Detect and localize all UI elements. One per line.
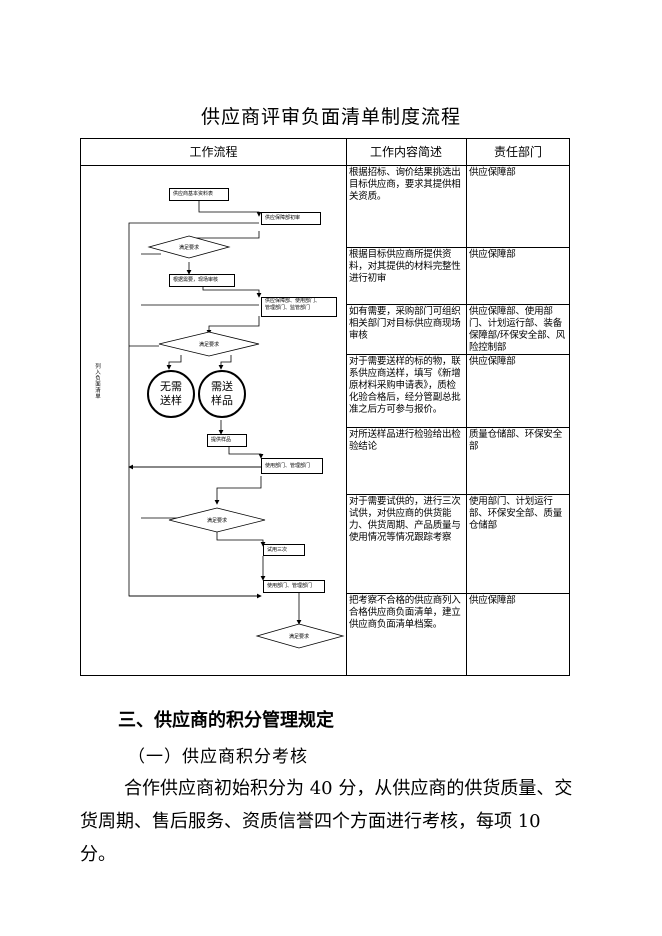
decision-diamond xyxy=(168,507,266,533)
document-title: 供应商评审负面清单制度流程 xyxy=(200,106,461,128)
flow-box-trial-three: 试用三次 xyxy=(263,544,305,556)
circle-need-sample-line1: 需送 xyxy=(211,380,233,393)
row-3-description: 如有需要，采购部门可组织相关部门对目标供应商现场审核 xyxy=(349,306,461,341)
row-2-description: 根据目标供应商所提供资料，对其提供的材料完整性进行初审 xyxy=(349,249,461,284)
row-7-description: 把考察不合格的供应商列入合格供应商负面清单，建立供应商负面清单档案。 xyxy=(349,595,461,630)
row-5-department: 质量仓储部、环保安全部 xyxy=(469,429,563,452)
row-6-department: 使用部门、计划运行部、环保安全部、质量仓储部 xyxy=(469,496,563,531)
circle-no-sample-line1: 无需 xyxy=(160,380,182,393)
header-workflow: 工作流程 xyxy=(189,145,238,159)
flow-box-use-manage-1: 使用部门、管理部门 xyxy=(261,458,323,474)
row-divider xyxy=(346,427,569,428)
header-divider xyxy=(81,165,569,166)
circle-no-sample-line2: 送样 xyxy=(160,394,182,407)
row-2-department: 供应保障部 xyxy=(469,249,516,260)
decision-diamond xyxy=(147,235,231,259)
circle-need-sample: 需送 样品 xyxy=(206,380,238,408)
row-4-description: 对于需要送样的标的物，联系供应商送样，填写《新增原材料采购申请表》，质检化验合格… xyxy=(349,356,461,415)
section-heading: 三、供应商的积分管理规定 xyxy=(118,710,334,731)
flowchart: 供应商基本资料表 供应保障部初审 满足要求 根据需要，现场审核 供应保障部、使用… xyxy=(81,166,346,676)
flow-decision-1: 满足要求 xyxy=(178,245,199,251)
flow-box-initial-review: 供应保障部初审 xyxy=(261,212,321,225)
row-6-description: 对于需要试供的，进行三次试供，对供应商的供货能力、供货周期、产品质量与使用情况等… xyxy=(349,496,461,543)
flow-box-departments-line2: 管理部门、监管部门 xyxy=(265,305,311,311)
row-divider xyxy=(346,304,569,305)
decision-diamond xyxy=(255,623,345,649)
sub-heading: （一）供应商积分考核 xyxy=(128,747,308,767)
row-divider xyxy=(346,494,569,495)
flowchart-lines xyxy=(128,201,345,649)
header-department: 责任部门 xyxy=(493,145,542,159)
row-5-description: 对所送样品进行检验给出检验结论 xyxy=(349,429,461,452)
col-divider xyxy=(466,139,467,675)
flow-decision-4: 满足要求 xyxy=(288,634,309,640)
flow-decision-3: 满足要求 xyxy=(206,518,227,524)
flow-box-departments: 供应保障部、使用部门、 管理部门、监管部门 xyxy=(261,297,337,317)
flow-decision-2: 满足要求 xyxy=(198,342,219,348)
process-table: 工作流程 工作内容简述 责任部门 根据招标、询价结果挑选出目标供应商，要求其提供… xyxy=(80,138,570,676)
circle-need-sample-line2: 样品 xyxy=(211,394,233,407)
row-1-department: 供应保障部 xyxy=(469,167,516,178)
side-label-negative-list: 列入负面清单 xyxy=(95,364,101,400)
decision-diamond xyxy=(158,331,260,357)
row-divider xyxy=(346,354,569,355)
col-divider xyxy=(346,139,347,675)
row-7-department: 供应保障部 xyxy=(469,595,516,606)
header-description: 工作内容简述 xyxy=(369,145,442,159)
row-3-department: 供应保障部、使用部门、计划运行部、装备保障部/环保安全部、风险控制部 xyxy=(469,306,566,353)
row-4-department: 供应保障部 xyxy=(469,356,516,367)
row-divider xyxy=(346,247,569,248)
flow-box-departments-line1: 供应保障部、使用部门、 xyxy=(265,298,321,304)
row-divider xyxy=(346,593,569,594)
flow-box-onsite-review: 根据需要，现场审核 xyxy=(169,274,235,287)
body-paragraph: 合作供应商初始积分为 40 分，从供应商的供货质量、交货周期、售后服务、资质信誉… xyxy=(80,778,573,865)
flow-box-use-manage-2: 使用部门、管理部门 xyxy=(263,580,325,593)
row-1-description: 根据招标、询价结果挑选出目标供应商，要求其提供相关资质。 xyxy=(349,167,461,202)
circle-no-sample: 无需 送样 xyxy=(155,380,187,408)
flow-box-provide-sample: 提供样品 xyxy=(207,434,247,447)
flow-box-basic-info: 供应商基本资料表 xyxy=(169,188,229,201)
